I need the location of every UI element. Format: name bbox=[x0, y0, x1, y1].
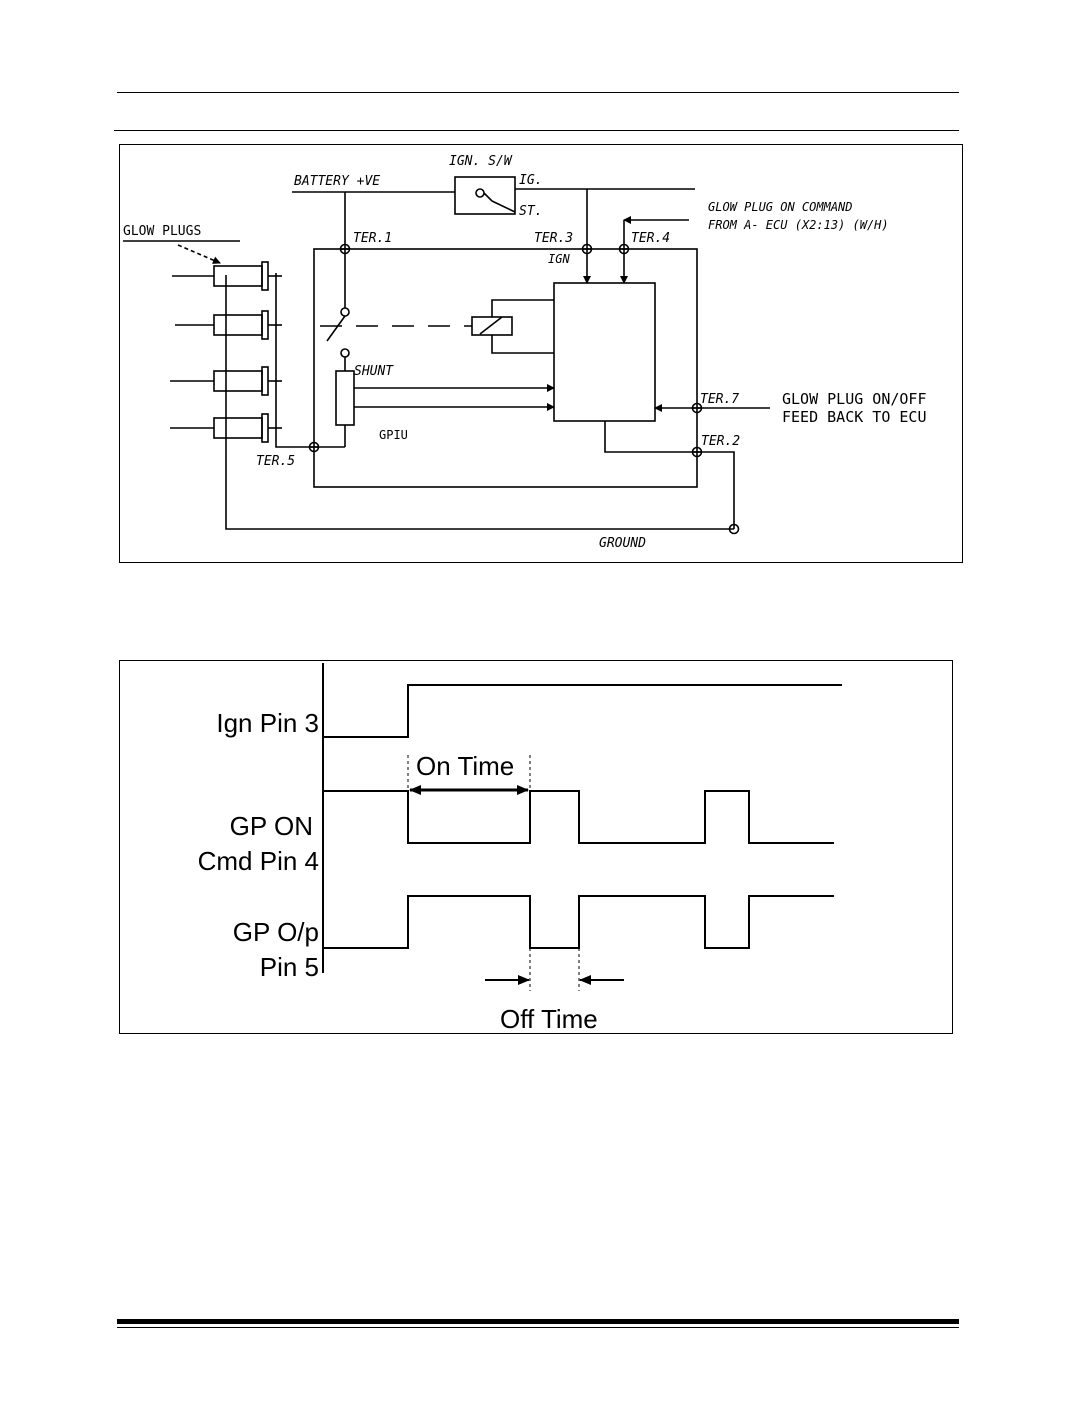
glow-plug-bus bbox=[275, 273, 345, 448]
ecu-box bbox=[553, 282, 656, 422]
schematic-svg: IGN. S/W IG. ST. BATTERY +VE GLOW PLUG O… bbox=[123, 154, 927, 551]
gpiu-box bbox=[313, 248, 698, 488]
footer-rule-thin bbox=[117, 1327, 959, 1328]
feedback-label-line2: FEED BACK TO ECU bbox=[782, 408, 927, 426]
ground-label: GROUND bbox=[599, 536, 646, 551]
ign-switch-box bbox=[454, 176, 516, 215]
relay-coil bbox=[471, 316, 513, 336]
feedback-label-line1: GLOW PLUG ON/OFF bbox=[782, 390, 927, 408]
glow-plug-schematic: IGN. S/W IG. ST. BATTERY +VE GLOW PLUG O… bbox=[119, 144, 963, 563]
battery-label: BATTERY +VE bbox=[294, 174, 380, 189]
off-time-label: Off Time bbox=[500, 1004, 598, 1034]
shunt-resistor bbox=[335, 370, 355, 426]
glow-plug-1 bbox=[172, 261, 282, 291]
ign-pin3-label: Ign Pin 3 bbox=[216, 708, 319, 738]
glow-plugs-label: GLOW PLUGS bbox=[123, 224, 201, 239]
ign-switch-contact bbox=[475, 188, 485, 198]
ter5-label: TER.5 bbox=[256, 454, 295, 469]
ign-label: IGN bbox=[548, 252, 570, 266]
ter1-label: TER.1 bbox=[353, 231, 392, 246]
gp-on-cmd-waveform bbox=[323, 790, 834, 844]
glow-plug-4 bbox=[170, 413, 282, 443]
footer-rule-thick bbox=[117, 1319, 959, 1324]
ig-label: IG. bbox=[519, 173, 542, 188]
gp-on-label-line1: GP ON bbox=[230, 811, 313, 841]
glow-plug-timing-diagram: Ign Pin 3 GP ON Cmd Pin 4 GP O/p Pin 5 O… bbox=[119, 660, 953, 1034]
relay-switch-blade bbox=[326, 315, 346, 342]
header-rule-bottom bbox=[114, 130, 959, 131]
shunt-label: SHUNT bbox=[354, 364, 394, 379]
ign-switch-label: IGN. S/W bbox=[449, 154, 513, 169]
glow-plug-3 bbox=[170, 366, 282, 396]
gpiu-label: GPIU bbox=[379, 428, 408, 442]
ter4-label: TER.4 bbox=[631, 231, 670, 246]
st-label: ST. bbox=[519, 204, 542, 219]
timing-svg: Ign Pin 3 GP ON Cmd Pin 4 GP O/p Pin 5 O… bbox=[198, 663, 842, 1034]
header-rule-top bbox=[117, 92, 959, 93]
glow-plug-2 bbox=[175, 310, 282, 340]
gp-op-label-line2: Pin 5 bbox=[260, 952, 319, 982]
on-time-label: On Time bbox=[416, 751, 514, 781]
gp-op-waveform bbox=[323, 895, 834, 949]
gp-op-label-line1: GP O/p bbox=[233, 917, 319, 947]
ground-node bbox=[728, 523, 740, 535]
ter7-label: TER.7 bbox=[700, 392, 739, 407]
ground-line bbox=[225, 461, 734, 530]
ter3-label: TER.3 bbox=[534, 231, 573, 246]
ign-pin3-waveform bbox=[323, 684, 842, 738]
command-label-line1: GLOW PLUG ON COMMAND bbox=[708, 200, 853, 214]
command-label-line2: FROM A- ECU (X2:13) (W/H) bbox=[708, 218, 889, 232]
ter2-label: TER.2 bbox=[701, 434, 740, 449]
gp-on-label-line2: Cmd Pin 4 bbox=[198, 846, 319, 876]
